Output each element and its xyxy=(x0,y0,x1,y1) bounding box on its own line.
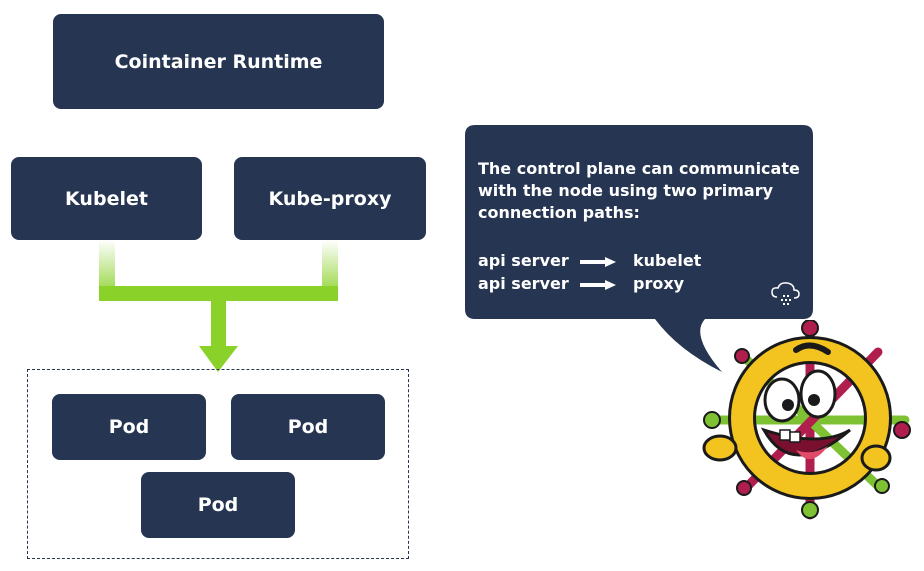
horizontal-connector-line xyxy=(99,286,338,301)
kube-proxy-box: Kube-proxy xyxy=(234,157,426,240)
path-target: proxy xyxy=(633,274,685,293)
connection-path-row: api server kubelet xyxy=(478,250,798,272)
pod-group-boundary xyxy=(27,369,409,559)
container-runtime-box: Cointainer Runtime xyxy=(53,14,384,109)
callout-text: The control plane can communicate with t… xyxy=(478,158,808,224)
vertical-connector-line xyxy=(211,300,226,348)
pod-box: Pod xyxy=(231,394,385,460)
callout-intro: The control plane can communicate with t… xyxy=(478,159,800,222)
kube-proxy-connector-line xyxy=(322,240,338,300)
right-arrow-icon xyxy=(580,257,616,267)
kubelet-box: Kubelet xyxy=(11,157,202,240)
right-arrow-icon xyxy=(580,280,616,290)
path-source: api server xyxy=(478,274,569,293)
connection-path-row: api server proxy xyxy=(478,273,798,295)
helm-wheel-mascot-icon xyxy=(702,320,911,520)
pod-box: Pod xyxy=(141,472,295,538)
cloud-logo-icon xyxy=(771,282,800,305)
path-target: kubelet xyxy=(633,251,702,270)
down-arrow-head-icon xyxy=(199,346,238,372)
pod-box: Pod xyxy=(52,394,206,460)
kubelet-connector-line xyxy=(99,240,115,300)
path-source: api server xyxy=(478,251,569,270)
